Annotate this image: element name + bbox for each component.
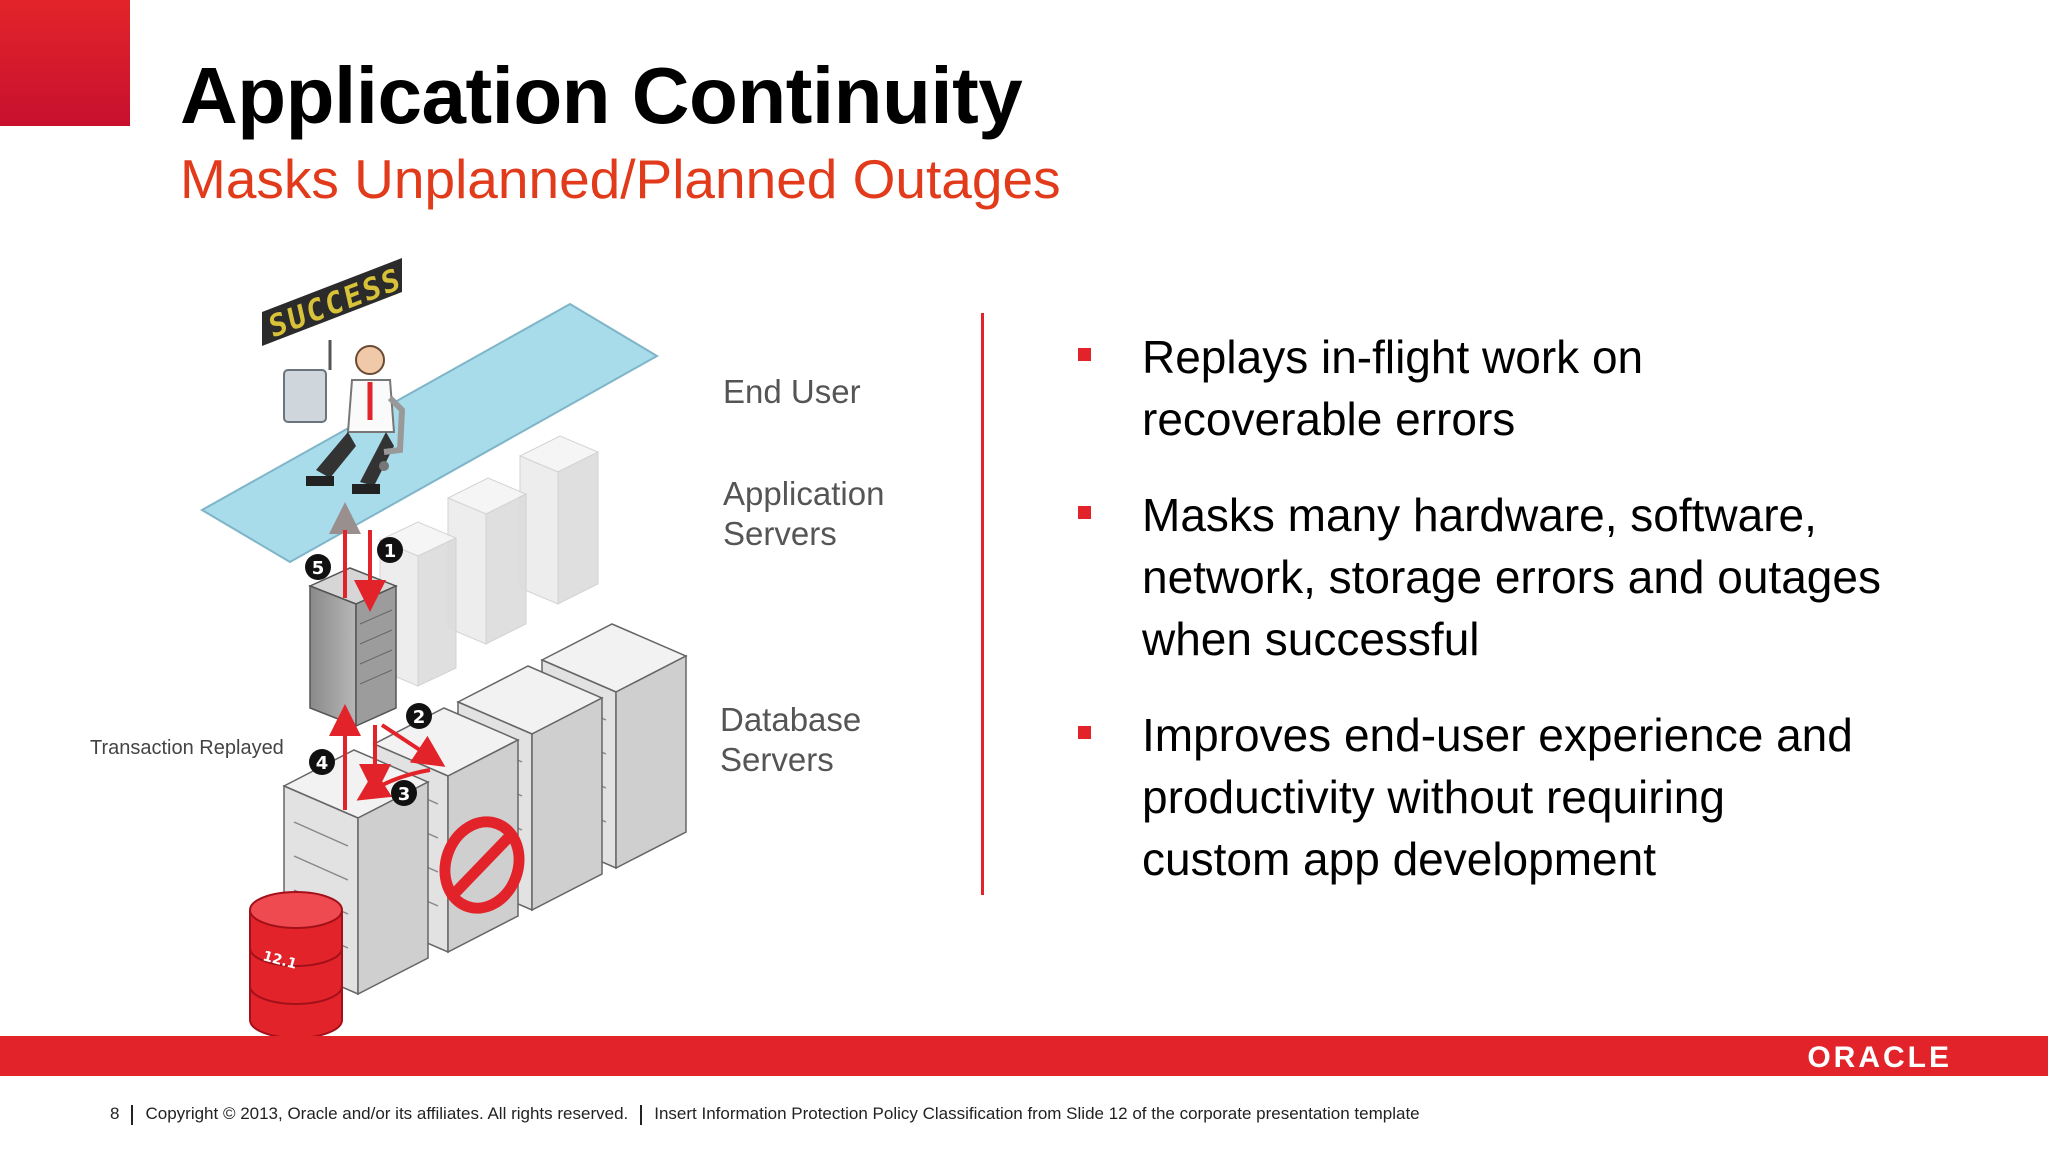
- label-transaction-replayed: Transaction Replayed: [90, 737, 284, 759]
- svg-text:2: 2: [413, 707, 426, 728]
- svg-text:4: 4: [316, 753, 329, 774]
- database-cylinder-icon: 12.1: [249, 891, 343, 1039]
- bullet-square-icon: [1078, 506, 1091, 519]
- footer-legal-text: 8 Copyright © 2013, Oracle and/or its aff…: [110, 1104, 1420, 1125]
- step-badge-3: 3: [391, 780, 417, 806]
- footer-separator: [640, 1104, 643, 1125]
- architecture-diagram: SUCCESS: [199, 258, 688, 1039]
- vertical-divider: [981, 313, 984, 895]
- label-application-servers: Application Servers: [723, 475, 885, 552]
- success-sign-text: SUCCESS: [266, 261, 405, 346]
- arrow-step-3-reroute: [356, 768, 431, 801]
- user-floor-platform: [199, 302, 659, 564]
- step-badge-1: 1: [377, 537, 403, 563]
- svg-text:3: 3: [398, 784, 411, 805]
- step-badge-5: 5: [305, 554, 331, 580]
- end-user-person-icon: [283, 345, 406, 494]
- step-badge-2: 2: [406, 703, 432, 729]
- policy-text: Insert Information Protection Policy Cla…: [654, 1104, 1420, 1123]
- app-server-rack-back-2: [446, 477, 528, 645]
- svg-text:5: 5: [312, 558, 325, 579]
- bullet-square-icon: [1078, 726, 1091, 739]
- footer-separator: [131, 1104, 134, 1125]
- feature-bullet-list: Replays in-flight work on recoverable er…: [1078, 326, 1998, 924]
- label-database-servers: Database Servers: [720, 701, 862, 778]
- corner-accent-block: [0, 0, 130, 126]
- success-sign: SUCCESS: [262, 258, 405, 370]
- slide-title: Application Continuity: [180, 51, 1023, 140]
- bullet-item: Improves end-user experience and product…: [1078, 704, 1998, 890]
- app-server-rack-back-1: [518, 435, 600, 605]
- footer-brand-bar: [0, 1036, 2048, 1076]
- page-number: 8: [110, 1104, 120, 1123]
- bullet-item: Masks many hardware, software, network, …: [1078, 484, 1998, 670]
- copyright-text: Copyright © 2013, Oracle and/or its affi…: [145, 1104, 629, 1123]
- svg-text:1: 1: [384, 541, 397, 562]
- slide-subtitle: Masks Unplanned/Planned Outages: [180, 148, 1061, 210]
- oracle-logo: ORACLE: [1807, 1041, 1952, 1074]
- app-server-active: [308, 567, 398, 728]
- outage-prohibited-icon: [439, 816, 525, 914]
- arrow-step-2-diagonal: [380, 723, 446, 767]
- step-badge-4: 4: [309, 749, 335, 775]
- bullet-item: Replays in-flight work on recoverable er…: [1078, 326, 1998, 450]
- label-end-user: End User: [723, 373, 861, 410]
- bullet-square-icon: [1078, 348, 1091, 361]
